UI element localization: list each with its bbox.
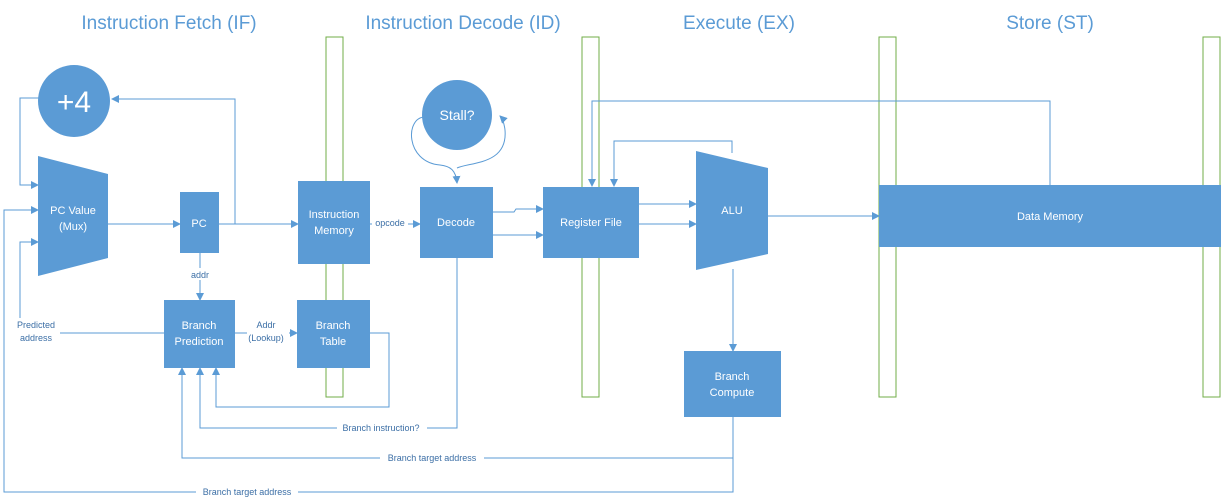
stage-title-id: Instruction Decode (ID)	[365, 13, 560, 34]
addr-label: addr	[191, 270, 209, 280]
instruction-memory-label-line1: Instruction	[309, 209, 360, 221]
decode-label: Decode	[437, 217, 475, 229]
stage-title-if: Instruction Fetch (IF)	[81, 13, 256, 34]
branch-compute-box: Branch Compute	[684, 351, 781, 417]
branch-prediction-label-line1: Branch	[182, 320, 217, 332]
predicted-address-label-line2: address	[20, 333, 53, 343]
branch-prediction-label-line2: Prediction	[175, 336, 224, 348]
instruction-memory-box: Instruction Memory	[298, 181, 370, 264]
addr-lookup-label-line2: (Lookup)	[248, 333, 284, 343]
register-file-box: Register File	[543, 187, 639, 258]
stage-title-st: Store (ST)	[1006, 13, 1094, 34]
data-memory-label: Data Memory	[1017, 211, 1084, 223]
predicted-address-label-line1: Predicted	[17, 320, 55, 330]
decode-box: Decode	[420, 187, 493, 258]
branch-prediction-box: Branch Prediction	[164, 300, 235, 368]
opcode-label: opcode	[375, 218, 405, 228]
pc-mux-label-line1: PC Value	[50, 205, 96, 217]
branch-compute-label-line2: Compute	[710, 387, 755, 399]
pc-box: PC	[180, 192, 219, 253]
plus4-label: +4	[57, 86, 91, 119]
branch-table-box: Branch Table	[297, 300, 370, 368]
stall-label: Stall?	[439, 107, 474, 123]
data-memory-box: Data Memory	[879, 185, 1221, 247]
alu-label: ALU	[721, 205, 742, 217]
stall-node: Stall?	[422, 80, 492, 150]
branch-compute-label-line1: Branch	[715, 371, 750, 383]
stage-title-ex: Execute (EX)	[683, 13, 795, 34]
pc-mux: PC Value (Mux)	[38, 156, 108, 276]
pc-mux-label-line2: (Mux)	[59, 221, 87, 233]
alu-shape: ALU	[696, 151, 768, 270]
instruction-memory-label-line2: Memory	[314, 225, 354, 237]
connectors	[3, 95, 1051, 493]
branch-target-label-upper: Branch target address	[388, 453, 477, 463]
branch-target-label-lower: Branch target address	[203, 487, 292, 497]
branch-instruction-label: Branch instruction?	[342, 423, 419, 433]
branch-table-label-line1: Branch	[316, 320, 351, 332]
plus4-node: +4	[38, 65, 110, 137]
addr-lookup-label-line1: Addr	[256, 320, 275, 330]
pc-label: PC	[191, 218, 206, 230]
register-file-label: Register File	[560, 217, 622, 229]
branch-table-label-line2: Table	[320, 336, 346, 348]
